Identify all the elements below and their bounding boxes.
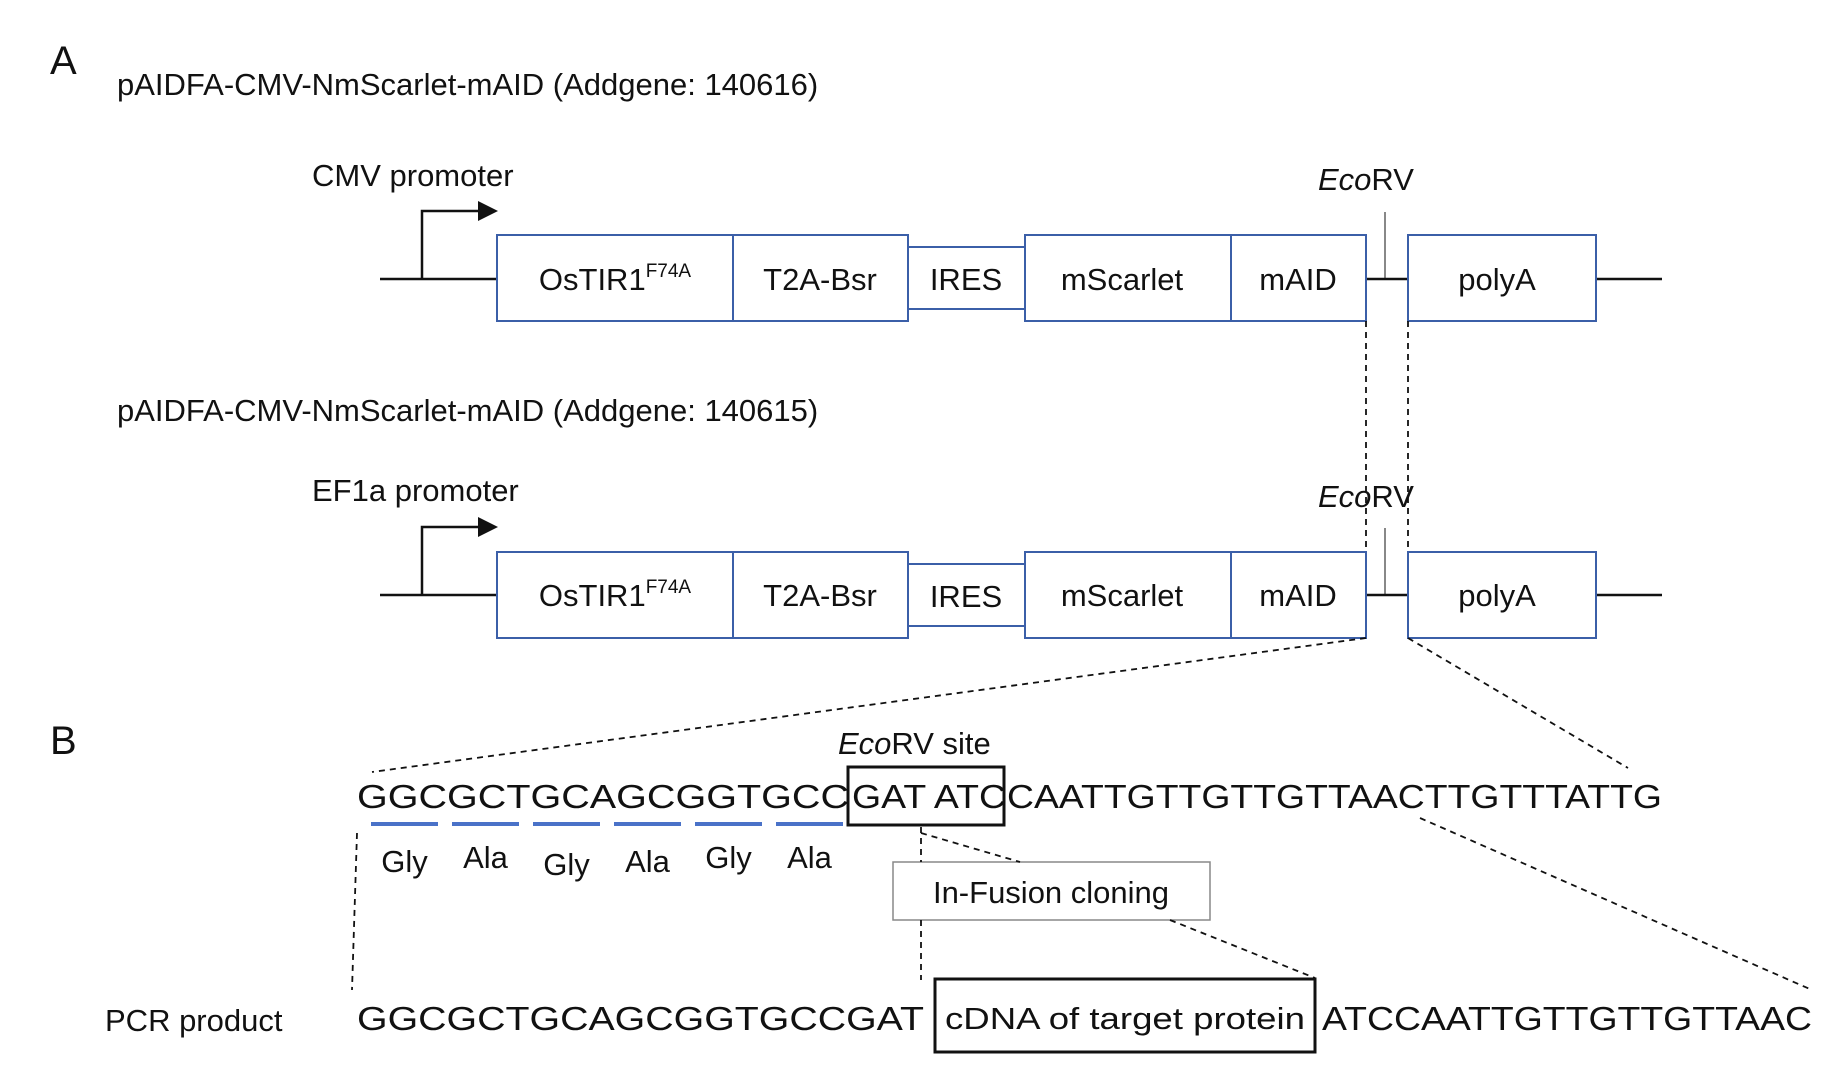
ires-box	[907, 563, 1026, 627]
construct2-map: OsTIR1F74A T2A-Bsr IRES mScarlet mAID po…	[380, 517, 1662, 639]
polya-label: polyA	[1458, 578, 1536, 613]
maid-box	[1230, 234, 1367, 322]
amino-acid-label: Ala	[787, 840, 833, 875]
ires-box	[907, 246, 1026, 310]
mscarlet-label: mScarlet	[1061, 578, 1184, 613]
construct2-ecorv-label: EcoRV	[1318, 479, 1414, 514]
dashed-connector	[920, 832, 1021, 863]
amino-acid-label: Ala	[625, 844, 671, 879]
pcr-left-sequence: GGCGCTGCAGCGGTGCCGAT	[357, 1000, 924, 1037]
mscarlet-box	[1024, 234, 1232, 322]
ostir1-label: OsTIR1F74A	[539, 577, 692, 613]
t2a-bsr-box	[732, 551, 909, 639]
ostir1-box	[496, 551, 734, 639]
construct1-title: pAIDFA-CMV-NmScarlet-mAID (Addgene: 1406…	[117, 67, 818, 102]
promoter-arrow-icon	[420, 517, 498, 595]
construct1-promoter-label: CMV promoter	[312, 158, 514, 193]
ecorv-site-box	[846, 765, 1006, 827]
panel-label-b: B	[50, 719, 77, 763]
maid-box	[1230, 551, 1367, 639]
mscarlet-label: mScarlet	[1061, 262, 1184, 297]
panel-label-a: A	[50, 39, 77, 83]
zoom-line-left	[371, 637, 1367, 773]
amino-acid-label: Gly	[381, 844, 428, 879]
ires-label: IRES	[930, 262, 1002, 297]
pcr-product-label: PCR product	[105, 1003, 283, 1038]
polya-box	[1407, 234, 1597, 322]
promoter-arrow-icon	[420, 201, 498, 279]
sequence-left: GGCGCTGCAGCGGTGCC	[357, 778, 849, 815]
zoom-line-right	[1407, 637, 1629, 769]
t2a-bsr-label: T2A-Bsr	[763, 578, 877, 613]
codon-annotations: Gly Ala Gly Ala Gly Ala	[371, 822, 843, 882]
amino-acid-label: Gly	[705, 840, 752, 875]
t2a-bsr-label: T2A-Bsr	[763, 262, 877, 297]
amino-acid-label: Gly	[543, 847, 590, 882]
amino-acid-label: Ala	[463, 840, 509, 875]
mscarlet-box	[1024, 551, 1232, 639]
sequence-right: CAATTGTTGTTGTTAACTTGTTTATTG	[1007, 778, 1662, 815]
in-fusion-box	[892, 861, 1211, 921]
ecorv-site-label: EcoRV site	[838, 726, 991, 761]
cdna-insert-box	[933, 977, 1317, 1054]
maid-label: mAID	[1259, 578, 1337, 613]
pcr-right-sequence: ATCCAATTGTTGTTGTTAAC	[1322, 1000, 1812, 1037]
ostir1-label: OsTIR1F74A	[539, 261, 692, 297]
construct2-title: pAIDFA-CMV-NmScarlet-mAID (Addgene: 1406…	[117, 393, 818, 428]
dashed-connector	[1169, 919, 1316, 979]
polya-label: polyA	[1458, 262, 1536, 297]
polya-box	[1407, 551, 1597, 639]
in-fusion-label: In-Fusion cloning	[933, 875, 1169, 910]
vector-sequence: GGCGCTGCAGCGGTGCC GAT ATC CAATTGTTGTTGTT…	[357, 765, 1662, 827]
cdna-insert-label: cDNA of target protein	[945, 1001, 1305, 1036]
dashed-connector	[1419, 817, 1813, 991]
construct1-ecorv-label: EcoRV	[1318, 162, 1414, 197]
sequence-ecorv-site: GAT ATC	[852, 778, 1006, 815]
construct2-promoter-label: EF1a promoter	[312, 473, 519, 508]
ires-label: IRES	[930, 579, 1002, 614]
dashed-connector	[351, 832, 358, 991]
ostir1-box	[496, 234, 734, 322]
construct1-map: OsTIR1F74A T2A-Bsr IRES mScarlet mAID po…	[380, 201, 1662, 322]
maid-label: mAID	[1259, 262, 1337, 297]
